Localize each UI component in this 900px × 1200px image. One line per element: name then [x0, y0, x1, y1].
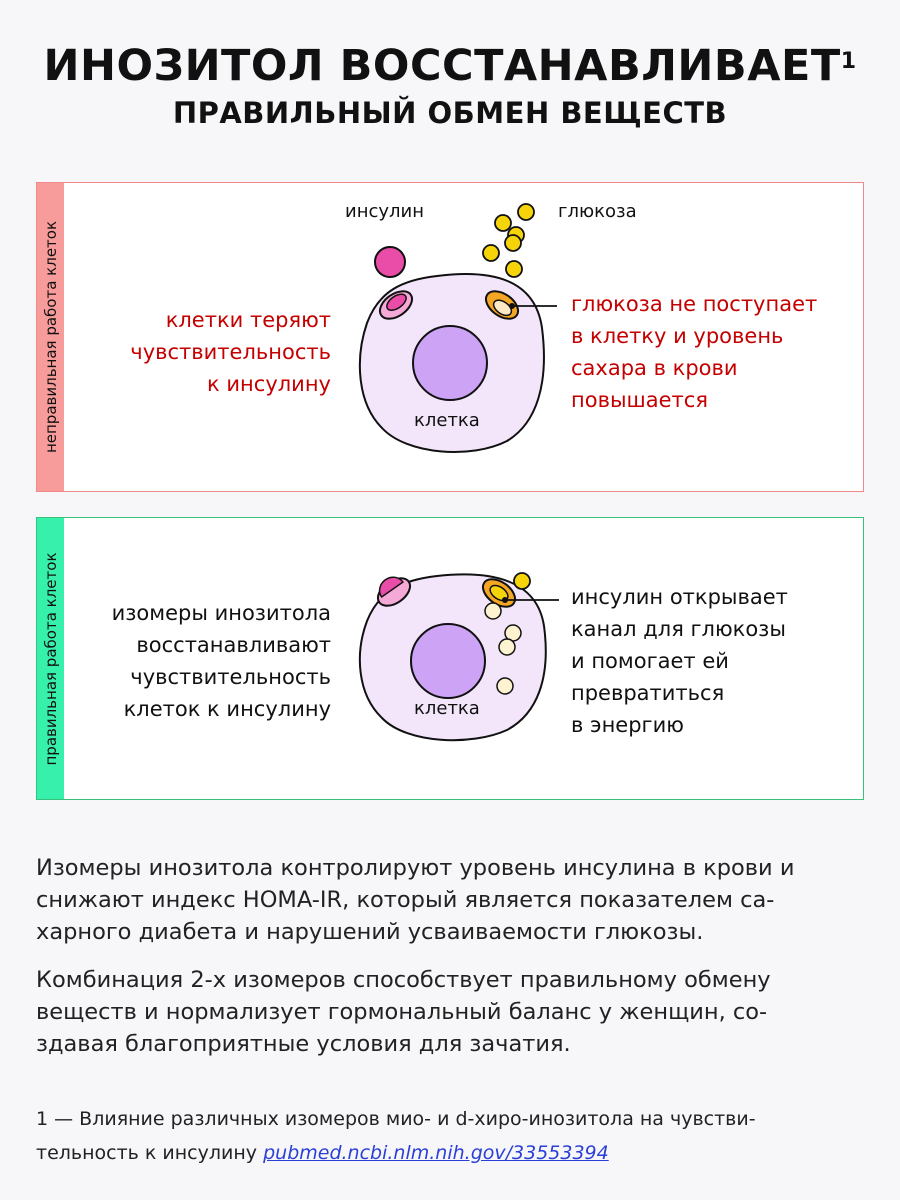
left-caption: клетки теряют чувствительность к инсулин… [130, 308, 331, 396]
diagram-incorrect-cell [358, 203, 557, 453]
glucose-label: глюкоза [558, 201, 637, 222]
right-caption: глюкоза не поступает в клетку и уровень … [571, 292, 818, 412]
insulin-receptor-bound [376, 576, 412, 607]
cell-nucleus [410, 623, 486, 699]
paragraph-homa: Изомеры инозитола контролируют уровень и… [36, 855, 795, 945]
right-caption: инсулин открывает канал для глюкозы и по… [571, 585, 788, 737]
paragraph-combination: Комбинация 2-х изомеров способствует пра… [36, 967, 771, 1057]
panel-incorrect-cells: неправильная работа клеток [36, 182, 864, 492]
glucose-molecule [513, 572, 531, 590]
pubmed-link[interactable]: pubmed.ncbi.nlm.nih.gov/33553394 [263, 1142, 609, 1164]
title-footnote-mark: 1 [840, 49, 857, 74]
glucose-molecules [482, 203, 535, 278]
diagram-correct-cell [358, 572, 559, 742]
panel-side-bar: неправильная работа клеток [37, 183, 64, 491]
panel-side-bar: правильная работа клеток [37, 518, 64, 799]
glucose-inside-cell [484, 602, 522, 695]
panel-correct-cells: правильная работа клеток клетка изомеры … [36, 517, 864, 800]
footnote: 1 — Влияние различных изомеров мио- и d-… [36, 1108, 756, 1164]
glucose-channel [484, 290, 520, 320]
left-caption: изомеры инозитола восстанавливают чувств… [111, 601, 331, 721]
page-title: ИНОЗИТОЛ ВОССТАНАВЛИВАЕТ1 [43, 41, 857, 91]
cell-label: клетка [414, 410, 480, 431]
page-subtitle: ПРАВИЛЬНЫЙ ОБМЕН ВЕЩЕСТВ [172, 96, 728, 130]
insulin-label: инсулин [345, 201, 424, 222]
cell-label: клетка [414, 698, 480, 719]
cell-nucleus [412, 325, 488, 401]
insulin-molecule [374, 246, 406, 278]
insulin-receptor [378, 290, 414, 320]
